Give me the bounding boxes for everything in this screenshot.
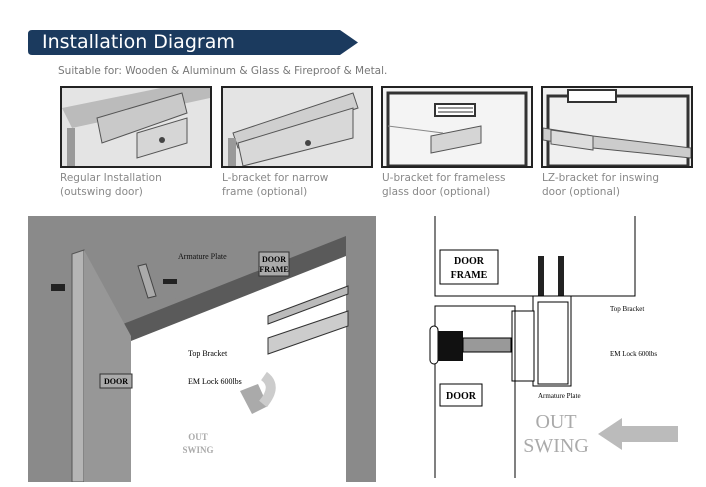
door-label: DOOR [104,377,128,386]
suitable-materials-text: Suitable for: Wooden & Aluminum & Glass … [58,65,388,77]
section-installation-diagram: DOOR FRAME DOOR Top Bracket EM Lock 600l… [420,216,700,478]
door-frame-label-2: FRAME [259,265,288,274]
out-label: OUT [188,432,208,442]
armature-plate-label: Armature Plate [538,392,581,400]
l-bracket-image [221,86,373,168]
perspective-installation-diagram: Armature Plate DOOR FRAME Top Bracket EM… [28,216,376,482]
out-label: OUT [535,411,576,433]
door-label: DOOR [446,391,477,402]
u-bracket-image [381,86,533,168]
swing-label: SWING [523,435,589,457]
top-bracket-label: Top Bracket [188,349,228,358]
door-frame-label-2: FRAME [451,270,488,281]
em-lock-label: EM Lock 600lbs [610,350,657,358]
door-frame-label-1: DOOR [454,256,485,267]
swing-label: SWING [182,445,213,455]
page-title: Installation Diagram [42,31,235,53]
door-frame-label-1: DOOR [262,255,286,264]
armature-plate-label: Armature Plate [178,252,227,261]
lz-bracket-image [541,86,693,168]
top-bracket-label: Top Bracket [610,305,644,313]
regular-installation-image [60,86,212,168]
caption-regular: Regular Installation(outswing door) [60,172,162,198]
title-banner: Installation Diagram [28,30,358,55]
out-swing-arrow-icon [598,418,678,450]
em-lock-label: EM Lock 600lbs [188,377,242,386]
